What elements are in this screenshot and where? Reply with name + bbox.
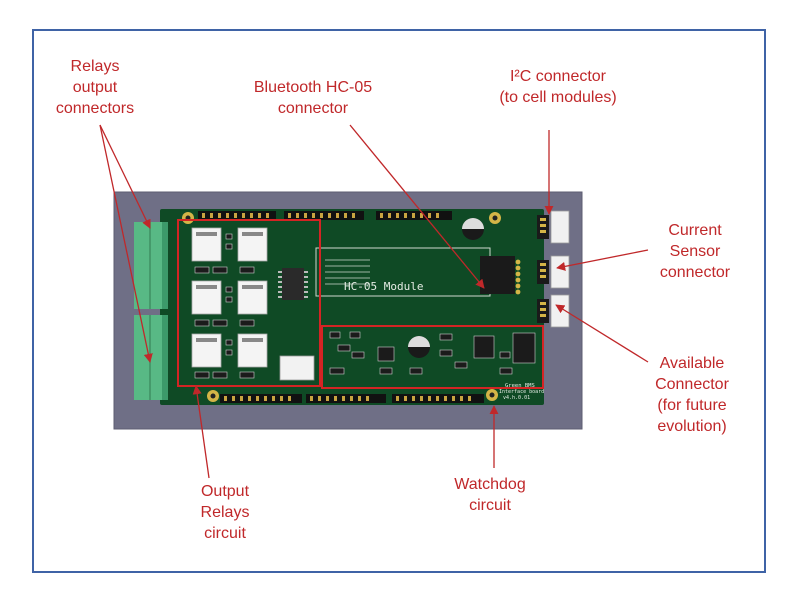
label-current-sensor-connector: Current Sensor connector — [659, 222, 731, 281]
callout-arrows — [99, 124, 649, 479]
power-module — [279, 355, 315, 381]
hc05-module-text: HC-05 Module — [344, 280, 423, 293]
relay-smd-parts — [194, 233, 255, 379]
bluetooth-connector — [480, 256, 515, 294]
output-relays-highlight — [177, 219, 321, 387]
capacitors — [408, 218, 484, 358]
watchdog-parts — [329, 331, 536, 375]
watchdog-highlight — [321, 325, 544, 389]
brand-text-1: Green BMS — [505, 383, 535, 389]
label-bluetooth-connector: Bluetooth HC-05 connector — [253, 79, 373, 117]
label-output-relays-circuit: Output Relays circuit — [200, 483, 250, 542]
label-available-connector: Available Connector (for future evolutio… — [655, 355, 729, 435]
brand-text-3: v4.h.0.01 — [503, 395, 530, 401]
relay-driver-ic — [282, 268, 304, 300]
label-i2c-connector: I²C connector (to cell modules) — [499, 68, 617, 106]
diagram-frame — [32, 29, 766, 573]
label-relays-output-connectors: Relays output connectors — [55, 58, 135, 117]
relay-terminal-blocks — [134, 222, 168, 400]
label-watchdog-circuit: Watchdog circuit — [454, 476, 526, 514]
brand-text-2: Interface board — [499, 389, 544, 395]
